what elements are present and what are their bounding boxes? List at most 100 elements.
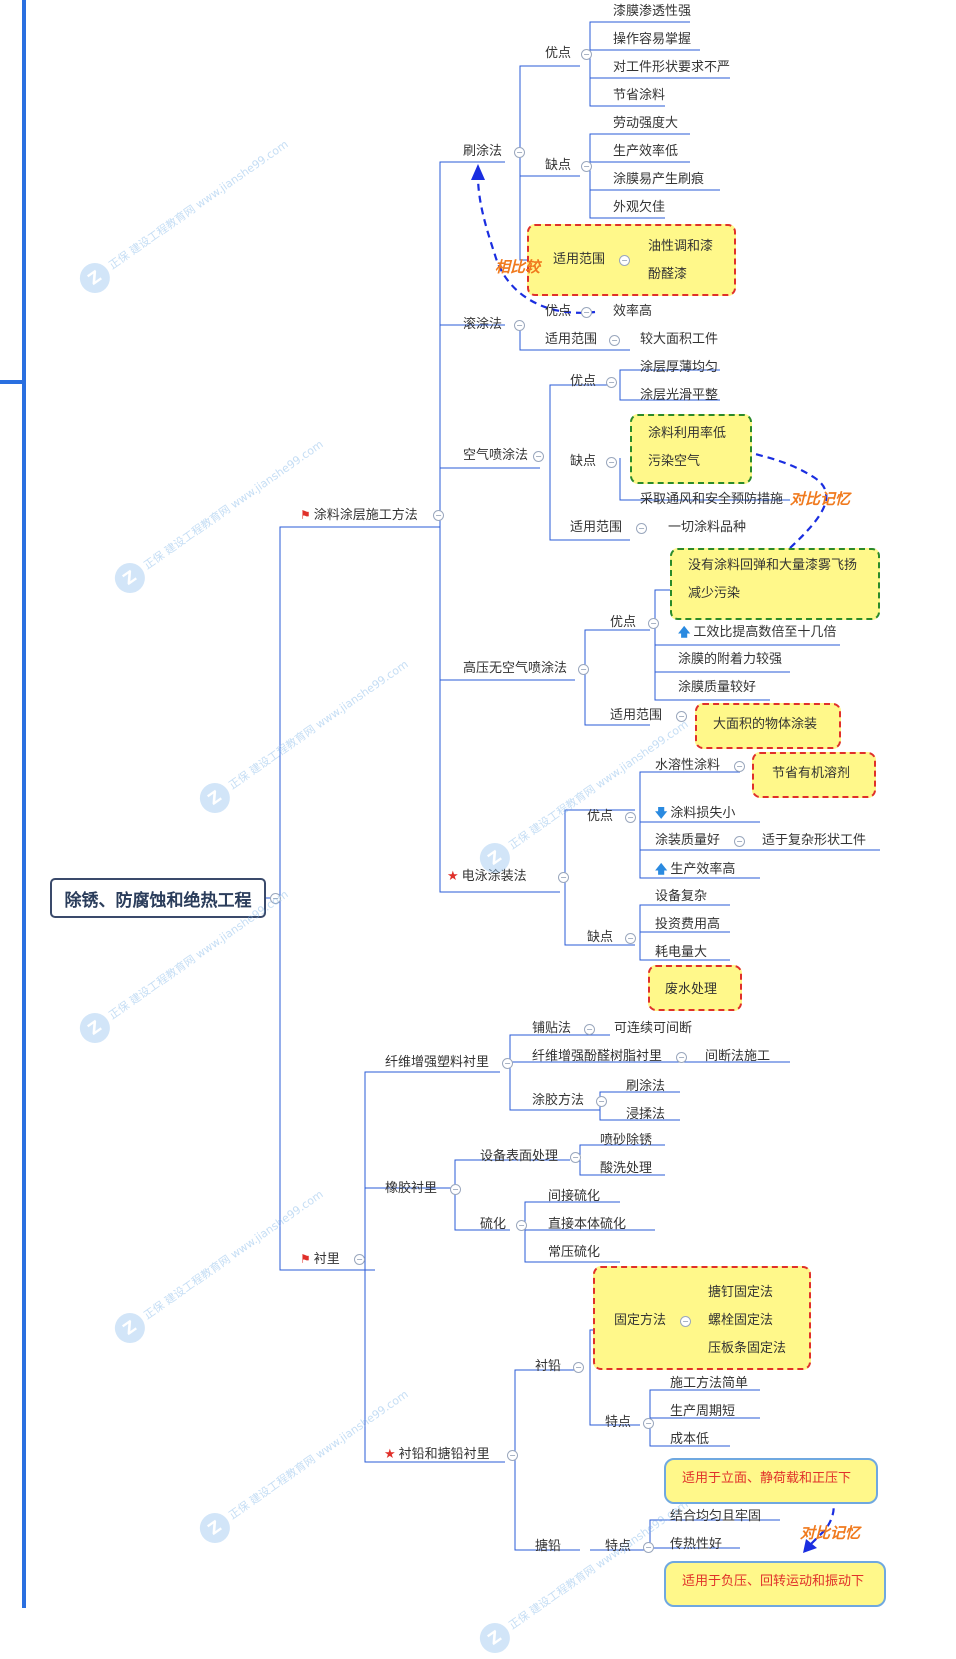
mindmap-canvas: 除锈、防腐蚀和绝热工程 − ⚑涂料涂层施工方法 − 刷涂法 − 优点 − 漆膜渗… [0,0,886,1659]
rubber-surface-0: 喷砂除锈 [600,1133,653,1148]
airless-adv-collapse-icon[interactable]: − [648,618,659,629]
brush-adv-collapse-icon[interactable]: − [581,49,592,60]
airless-scope-collapse-icon[interactable]: − [676,711,687,722]
air-adv-0: 涂层厚薄均匀 [640,360,719,375]
lining-collapse-icon[interactable]: − [354,1254,365,1265]
electro-adv-collapse-icon[interactable]: − [625,812,636,823]
method-electro[interactable]: ★电泳涂装法 [447,868,527,886]
air-dis-0: 涂料利用率低 [648,426,727,441]
arrow-up-icon: 🡅 [655,862,668,876]
lead-collapse-icon[interactable]: − [507,1450,518,1461]
highlight-electro-waste [648,965,742,1011]
frp-collapse-icon[interactable]: − [502,1058,513,1069]
electro-adv-2-collapse-icon[interactable]: − [734,836,745,847]
air-dis-1: 污染空气 [648,454,701,469]
frp-item-0-collapse-icon[interactable]: − [584,1024,595,1035]
frp-glue-0: 刷涂法 [626,1079,666,1094]
brush-dis-1: 生产效率低 [613,144,679,159]
electro-dis-label[interactable]: 缺点 [587,930,614,945]
airless-scope-value: 大面积的物体涂装 [713,717,818,732]
rubber-cure-2: 常压硫化 [548,1245,601,1260]
brush-scope-1: 酚醛漆 [648,267,688,282]
electro-adv-0-collapse-icon[interactable]: − [734,761,745,772]
brush-dis-collapse-icon[interactable]: − [581,161,592,172]
brush-adv-label[interactable]: 优点 [545,46,572,61]
electro-adv-label[interactable]: 优点 [587,809,614,824]
connector-lines [266,21,880,1553]
electro-adv-1: 涂料损失小 [670,806,736,821]
lead-feat-collapse-icon[interactable]: − [643,1418,654,1429]
frp-item-1-label[interactable]: 纤维增强酚醛树脂衬里 [532,1049,663,1064]
lining-rubber[interactable]: 橡胶衬里 [385,1181,438,1196]
airless-scope-label[interactable]: 适用范围 [610,708,663,723]
method-brush[interactable]: 刷涂法 [463,144,503,159]
root-node[interactable]: 除锈、防腐蚀和绝热工程 [50,878,266,918]
frp-item-0-label[interactable]: 铺贴法 [532,1021,572,1036]
lead-fix-collapse-icon[interactable]: − [680,1316,691,1327]
watermark-brand: 正保 [506,1608,532,1633]
frp-glue-collapse-icon[interactable]: − [596,1096,607,1107]
electro-dis-collapse-icon[interactable]: − [625,933,636,944]
air-collapse-icon[interactable]: − [533,451,544,462]
airless-collapse-icon[interactable]: − [578,664,589,675]
rubber-cure-collapse-icon[interactable]: − [516,1220,527,1231]
air-adv-collapse-icon[interactable]: − [606,377,617,388]
lead-lead-collapse-icon[interactable]: − [573,1362,584,1373]
air-dis-collapse-icon[interactable]: − [606,457,617,468]
lining-lead[interactable]: ★衬铅和搪铅衬里 [384,1446,490,1464]
rubber-cure-label[interactable]: 硫化 [480,1217,507,1232]
star-icon: ★ [447,869,459,884]
method-airless-spray[interactable]: 高压无空气喷涂法 [463,661,568,676]
rubber-surface-label[interactable]: 设备表面处理 [480,1149,559,1164]
air-scope-collapse-icon[interactable]: − [636,523,647,534]
air-dis-label[interactable]: 缺点 [570,454,597,469]
rubber-collapse-icon[interactable]: − [450,1184,461,1195]
lead-lead-label[interactable]: 衬铅 [535,1359,562,1374]
rubber-surface-collapse-icon[interactable]: − [570,1152,581,1163]
electro-adv-0: 水溶性涂料 [655,758,721,773]
lead-fix-label[interactable]: 固定方法 [614,1313,667,1328]
roll-scope-collapse-icon[interactable]: − [609,335,620,346]
branch-coating[interactable]: ⚑涂料涂层施工方法 [300,506,418,525]
frp-item-0-value: 可连续可间断 [614,1021,693,1036]
lining-frp[interactable]: 纤维增强塑料衬里 [385,1055,490,1070]
roll-scope-label[interactable]: 适用范围 [545,332,598,347]
lead-tang-feat-label[interactable]: 特点 [605,1539,632,1554]
method-roll[interactable]: 滚涂法 [463,317,503,332]
arrow-up-icon: 🡅 [678,625,691,639]
roll-adv-collapse-icon[interactable]: − [581,307,592,318]
air-scope-label[interactable]: 适用范围 [570,520,623,535]
airless-adv-label[interactable]: 优点 [610,615,637,630]
branch-lining[interactable]: ⚑衬里 [300,1250,340,1269]
lead-tang-feat-collapse-icon[interactable]: − [643,1542,654,1553]
brush-adv-1: 操作容易掌握 [613,32,692,47]
highlight-airless-adv [670,548,880,620]
brush-dis-label[interactable]: 缺点 [545,158,572,173]
lead-tang-label[interactable]: 搪铅 [535,1539,562,1554]
frp-item-1-collapse-icon[interactable]: − [676,1052,687,1063]
air-adv-label[interactable]: 优点 [570,374,597,389]
lead-feat-label[interactable]: 特点 [605,1415,632,1430]
brush-dis-0: 劳动强度大 [613,116,679,131]
frp-item-1-value: 间断法施工 [705,1049,771,1064]
highlight-airless-scope [695,703,841,749]
method-air-spray[interactable]: 空气喷涂法 [463,448,529,463]
brush-collapse-icon[interactable]: − [514,147,525,158]
frp-glue-label[interactable]: 涂胶方法 [532,1093,585,1108]
roll-adv-label[interactable]: 优点 [545,304,572,319]
highlight-tang-feat [664,1561,886,1607]
arrow-down-icon: 🡇 [655,806,668,820]
coating-collapse-icon[interactable]: − [433,510,444,521]
lead-tang-feat-1: 传热性好 [670,1537,723,1552]
roll-collapse-icon[interactable]: − [514,320,525,331]
airless-adv-0: 没有涂料回弹和大量漆雾飞扬 [688,558,858,573]
root-collapse-icon[interactable]: − [270,893,281,904]
electro-collapse-icon[interactable]: − [558,872,569,883]
lead-tang-feat-0: 结合均匀且牢固 [670,1509,762,1524]
electro-adv-3-row: 🡅生产效率高 [655,860,735,879]
airless-adv-1: 减少污染 [688,586,741,601]
watermark-brand: 正保 [106,248,132,273]
star-icon: ★ [384,1447,396,1462]
brush-scope-collapse-icon[interactable]: − [619,255,630,266]
brush-scope-label[interactable]: 适用范围 [553,252,606,267]
